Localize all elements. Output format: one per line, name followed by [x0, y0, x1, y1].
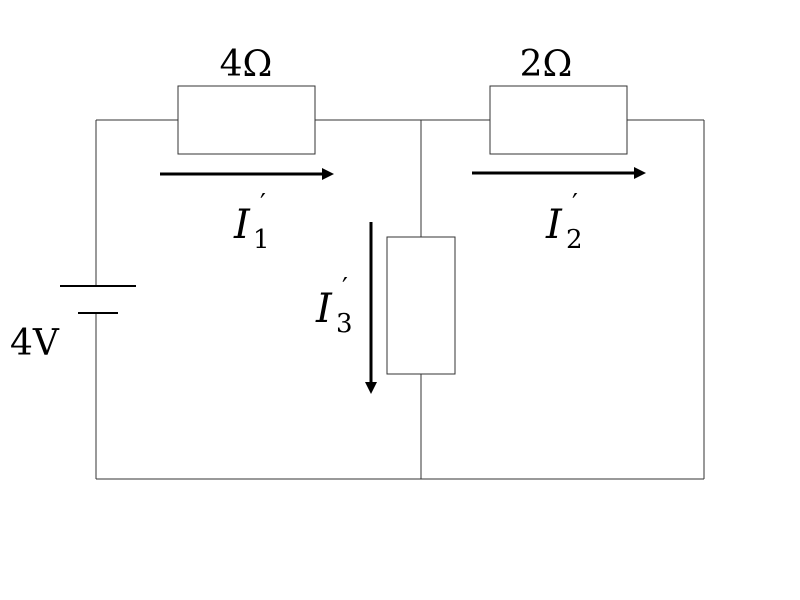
svg-text:1: 1 — [253, 225, 270, 255]
resistor-2-ohm-label: 2Ω — [520, 44, 573, 85]
resistor-middle — [386, 236, 456, 375]
resistor-4-ohm — [177, 85, 316, 155]
svg-text:I: I — [315, 286, 333, 332]
current-arrow-i2 — [472, 167, 646, 179]
battery-symbol — [60, 285, 136, 314]
resistor-4-ohm-label: 4Ω — [220, 44, 273, 85]
svg-text:′: ′ — [342, 273, 348, 303]
wires — [95, 119, 705, 480]
svg-text:4V: 4V — [10, 323, 60, 364]
resistor-2-ohm — [489, 85, 628, 155]
current-arrow-i1 — [160, 168, 334, 180]
current-label-i2: I ′ 2 — [545, 189, 583, 255]
current-arrow-i3 — [365, 222, 377, 394]
current-label-i3: I ′ 3 — [315, 273, 353, 339]
current-label-i1: I ′ 1 — [233, 189, 270, 255]
svg-text:2: 2 — [566, 225, 583, 255]
svg-text:I: I — [545, 202, 563, 248]
svg-text:′: ′ — [572, 189, 578, 219]
svg-text:I: I — [233, 202, 251, 248]
svg-text:3: 3 — [336, 309, 353, 339]
svg-text:′: ′ — [260, 189, 266, 219]
voltage-source-label: 4V — [10, 323, 60, 364]
